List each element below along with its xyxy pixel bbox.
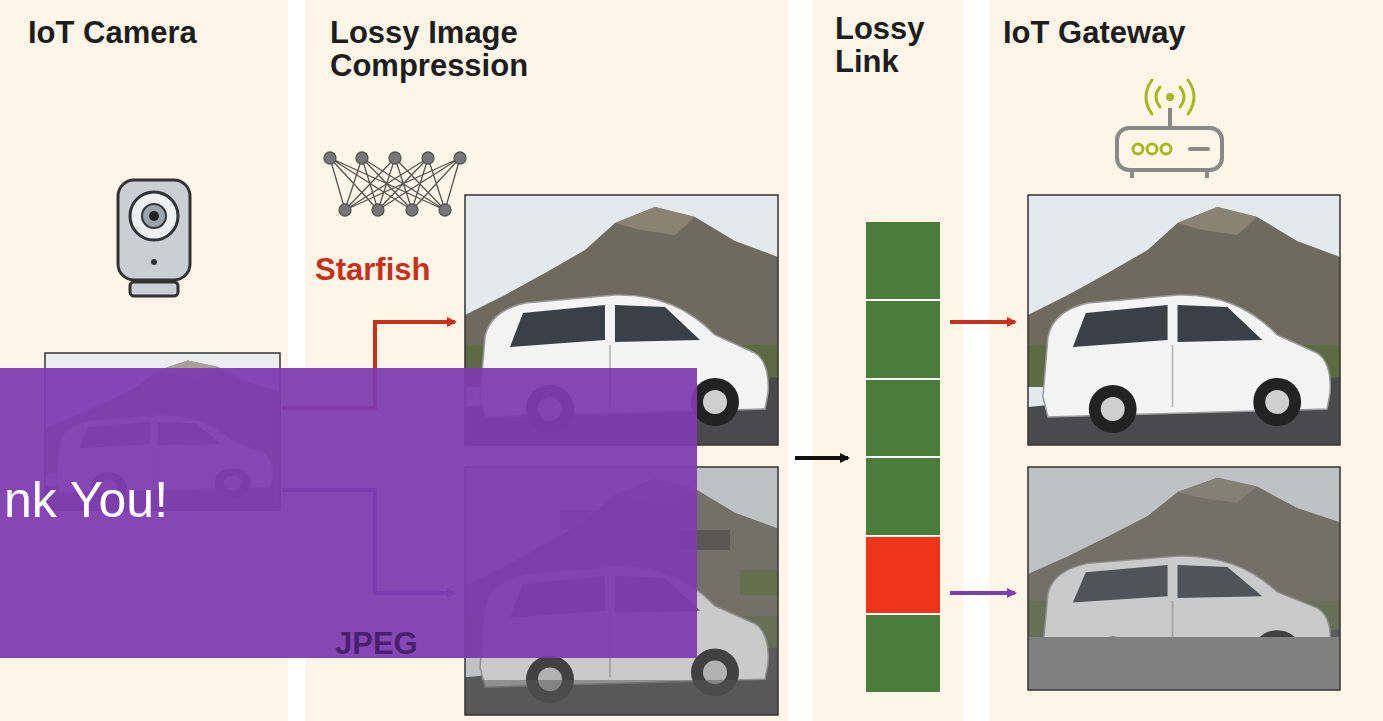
method-label: JPEG bbox=[335, 626, 418, 662]
camera-icon bbox=[118, 180, 190, 296]
gateway-image-good bbox=[1028, 195, 1340, 445]
lossy-link-bar bbox=[866, 222, 940, 692]
column-heading: IoT Gateway bbox=[1003, 16, 1363, 49]
thanks-banner-text: nk You! bbox=[4, 471, 168, 529]
gateway-image-broken bbox=[1028, 467, 1340, 690]
column-heading: IoT Camera bbox=[28, 16, 278, 49]
router-icon bbox=[1117, 80, 1222, 178]
column-panel: IoT Gateway bbox=[990, 0, 1383, 721]
method-label-text: JPEG bbox=[335, 626, 418, 661]
column-heading: Lossy Link bbox=[835, 12, 955, 79]
method-label: Starfish bbox=[315, 252, 430, 288]
column-heading: Lossy Image Compression bbox=[330, 16, 590, 83]
method-label-text: Starfish bbox=[315, 252, 430, 287]
column-panel: Lossy Link bbox=[813, 0, 963, 721]
neural-net-icon bbox=[324, 152, 466, 216]
thanks-banner: nk You! bbox=[0, 368, 697, 658]
